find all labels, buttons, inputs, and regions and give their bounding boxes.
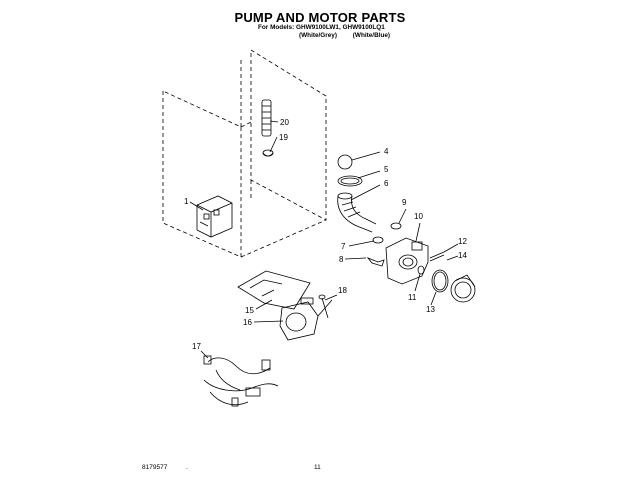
callout-8: 8 (339, 255, 344, 264)
variant-blue: (White/Blue) (352, 32, 391, 39)
callout-4: 4 (384, 147, 389, 156)
part-10-pump-housing (385, 237, 429, 285)
variant-grey: (White/Grey) (299, 32, 337, 39)
callout-14: 14 (458, 251, 467, 260)
model-variants: (White/Grey) (White/Blue) (299, 32, 404, 39)
callout-15: 15 (245, 306, 254, 315)
callout-17: 17 (192, 342, 201, 351)
part-13-gasket (431, 269, 449, 293)
part-17-wire-harness (203, 355, 279, 407)
part-4-ball (337, 154, 353, 170)
part-14-filter-cap (450, 274, 476, 303)
part-1-switch-box (196, 195, 233, 238)
page-title: PUMP AND MOTOR PARTS (234, 10, 406, 25)
callout-5: 5 (384, 165, 389, 174)
callout-10: 10 (414, 212, 423, 221)
part-5-ring (337, 175, 363, 187)
callout-20: 20 (280, 118, 289, 127)
callout-1: 1 (184, 197, 189, 206)
part-11-oring (417, 265, 425, 275)
doc-number: 8179577 (142, 464, 168, 471)
part-8-bracket (366, 257, 385, 267)
part-15-shield (237, 270, 311, 310)
callout-7: 7 (341, 242, 346, 251)
part-18-bolt (318, 294, 329, 319)
part-12-screw (429, 251, 445, 262)
callout-16: 16 (243, 318, 252, 327)
callout-12: 12 (458, 237, 467, 246)
callout-18: 18 (338, 286, 347, 295)
part-19-clamp (262, 149, 274, 157)
part-6-hose (337, 192, 377, 233)
model-numbers: For Models: GHW9100LW1, GHW9100LQ1 (258, 24, 385, 31)
callout-19: 19 (279, 133, 288, 142)
leader-lines (189, 120, 459, 359)
callout-9: 9 (402, 198, 407, 207)
page-number: 11 (314, 464, 321, 471)
cabinet-outline (162, 49, 327, 258)
part-9-clamp (390, 222, 402, 230)
callout-13: 13 (426, 305, 435, 314)
callout-11: 11 (408, 293, 417, 302)
callout-labels: 1 4 5 6 7 8 9 10 11 12 13 14 15 16 17 18… (184, 118, 467, 351)
part-20-coupling (261, 99, 272, 137)
part-7-clamp (372, 236, 384, 244)
part-16-motor (279, 297, 333, 341)
callout-6: 6 (384, 179, 389, 188)
footer-dot: . (186, 464, 188, 471)
